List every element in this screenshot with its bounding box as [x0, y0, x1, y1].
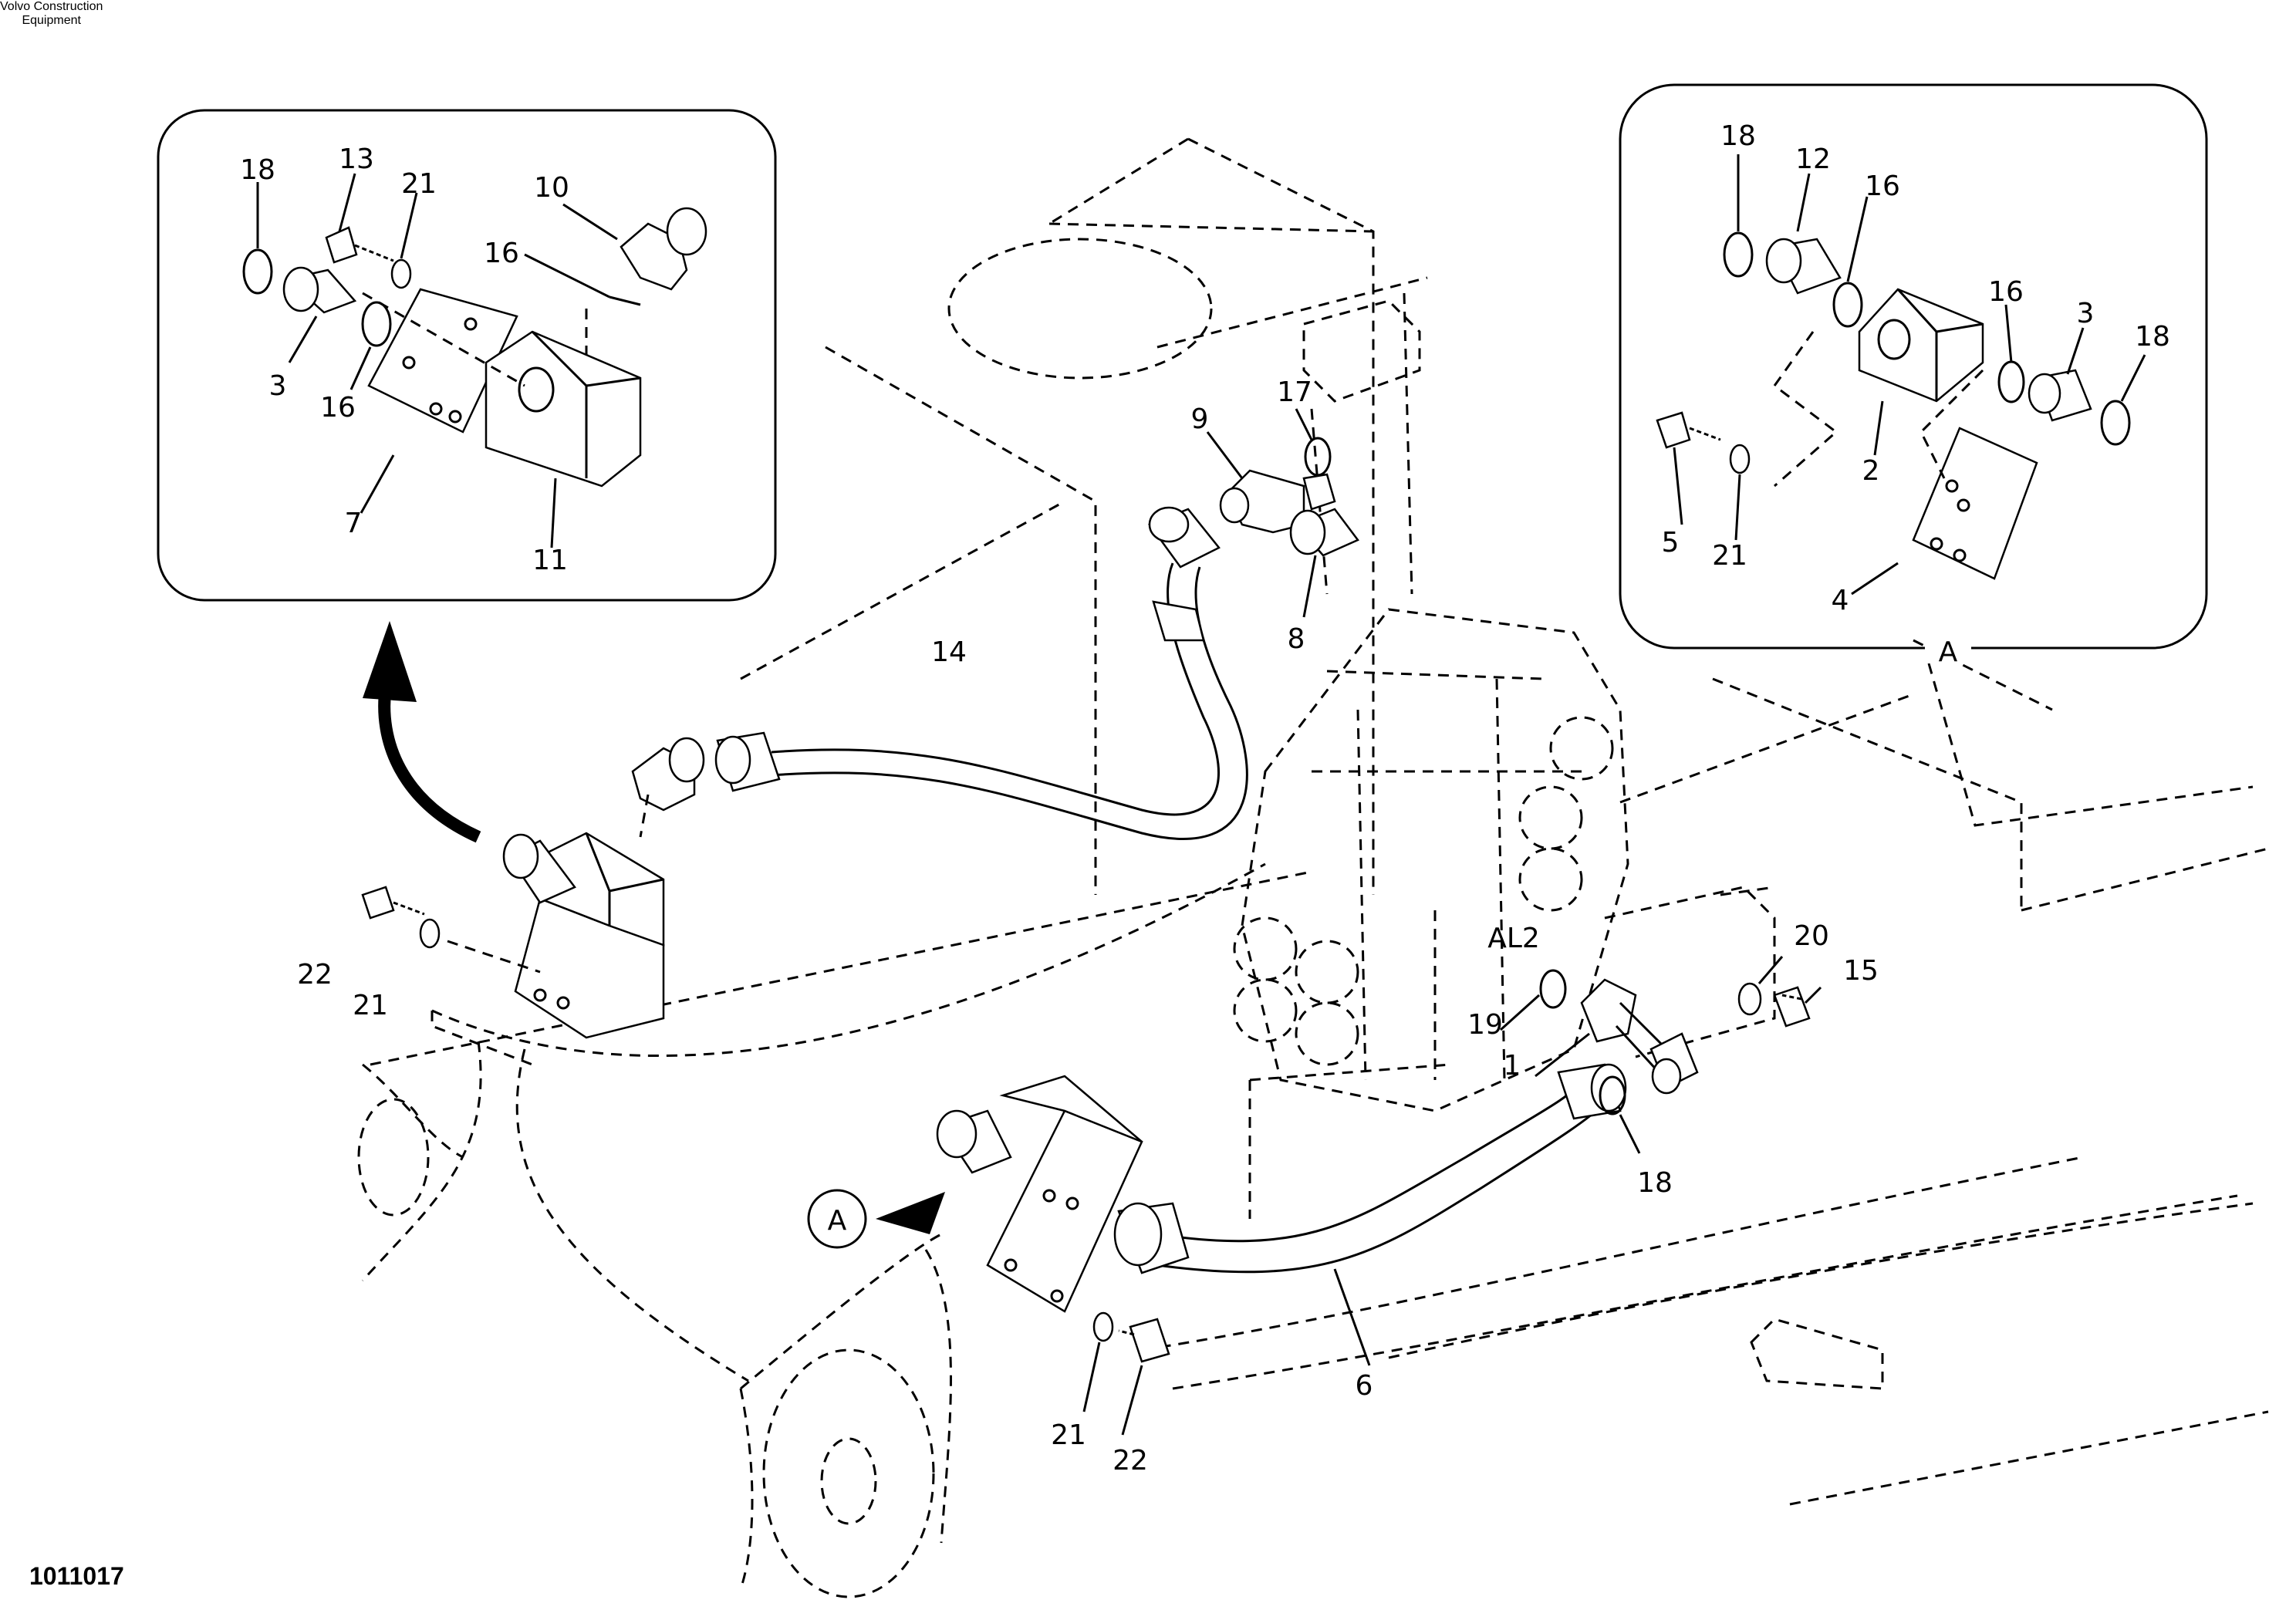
upper-solenoid	[361, 737, 705, 1039]
tee-fitting	[1206, 408, 1359, 618]
callout-14: 14	[931, 636, 967, 668]
al2-label: AL2	[1487, 923, 1540, 954]
curved-arrow-icon	[363, 621, 481, 843]
callout-10: 10	[534, 172, 569, 204]
callout-4: 4	[1832, 585, 1849, 616]
callout-2: 2	[1862, 455, 1880, 487]
callout-16: 16	[484, 238, 519, 269]
callout-9: 9	[1191, 403, 1209, 435]
callout-21: 21	[401, 168, 437, 200]
hose-6	[1113, 1063, 1627, 1366]
callout-5: 5	[1662, 527, 1680, 559]
callout-16: 16	[320, 392, 356, 424]
inset-caption-a: A	[1939, 636, 1958, 668]
manufacturer-name: Volvo Construction Equipment	[0, 0, 103, 28]
control-valve	[1233, 608, 1776, 1112]
callout-3: 3	[269, 370, 287, 402]
callout-8: 8	[1288, 623, 1305, 655]
callout-12: 12	[1795, 143, 1831, 175]
callout-16: 16	[1988, 276, 2024, 308]
callout-19: 19	[1467, 1009, 1503, 1041]
callout-18: 18	[1720, 120, 1756, 152]
callout-11: 11	[532, 545, 568, 576]
callout-3: 3	[2077, 298, 2095, 329]
hose-14	[714, 506, 1248, 840]
manufacturer-line-1: Volvo Construction	[0, 0, 103, 13]
callout-18: 18	[240, 154, 275, 186]
o-ring-18-icon	[242, 248, 273, 295]
callout-18: 18	[1637, 1167, 1673, 1199]
machine-outline	[357, 137, 2269, 1598]
drawing-number: 1011017	[29, 1562, 124, 1590]
callout-15: 15	[1843, 955, 1879, 987]
callout-22: 22	[297, 959, 333, 991]
callout-7: 7	[345, 508, 363, 539]
callout-6: 6	[1356, 1370, 1373, 1402]
callout-21: 21	[353, 990, 388, 1021]
callout-13: 13	[339, 143, 374, 175]
lower-bracket	[936, 1075, 1170, 1436]
fitting-1	[1499, 956, 1822, 1154]
view-a-label: A	[828, 1205, 847, 1237]
callout-21: 21	[1712, 540, 1747, 572]
callout-21: 21	[1051, 1419, 1086, 1451]
callout-18: 18	[2135, 321, 2170, 353]
callout-20: 20	[1794, 920, 1829, 952]
callout-1: 1	[1504, 1050, 1521, 1082]
inset-left	[157, 109, 777, 602]
view-a-marker	[807, 1189, 945, 1249]
callout-labels: 18 13 21 10 16 3 16 7 11 18 12 16 16 3 1…	[240, 120, 2170, 1477]
manufacturer-line-2: Equipment	[22, 14, 81, 27]
inset-right	[1619, 83, 2208, 663]
callout-16: 16	[1865, 170, 1900, 202]
callout-17: 17	[1277, 376, 1312, 408]
callout-22: 22	[1113, 1445, 1148, 1477]
